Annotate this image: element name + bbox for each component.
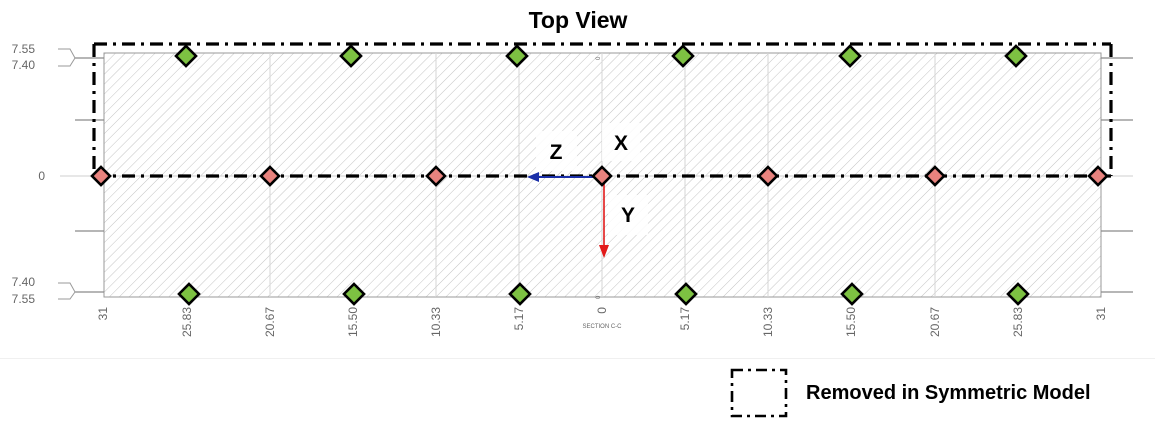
bottom-dim-label: 25.83 xyxy=(180,307,194,337)
bottom-dim-label: 20.67 xyxy=(263,307,277,337)
green-markers-bottom xyxy=(177,282,1030,306)
bottom-dim-label: 31 xyxy=(1094,307,1108,321)
green-marker xyxy=(838,44,862,68)
green-marker xyxy=(840,282,864,306)
green-marker xyxy=(174,44,198,68)
bottom-dim-label: 5.17 xyxy=(512,307,526,331)
center-mark-top: 0 xyxy=(596,56,602,60)
red-marker xyxy=(90,165,112,187)
green-marker xyxy=(1006,282,1030,306)
y-axis-arrow xyxy=(599,182,609,258)
bottom-dim-label: 15.50 xyxy=(844,307,858,337)
bottom-dim-label: 20.67 xyxy=(928,307,942,337)
center-mark-bottom: 0 xyxy=(596,295,602,299)
bottom-dim-label: 10.33 xyxy=(761,307,775,337)
dim-leaders xyxy=(58,48,76,300)
dim-label-top-outer: 7.55 xyxy=(12,42,36,56)
legend-label: Removed in Symmetric Model xyxy=(806,381,1091,404)
section-label: SECTION C-C xyxy=(583,324,623,330)
green-marker xyxy=(505,44,529,68)
axis-label-x: X xyxy=(614,132,628,155)
dim-label-bottom-outer: 7.55 xyxy=(12,292,36,306)
z-axis-arrow xyxy=(527,172,598,182)
red-marker xyxy=(757,165,779,187)
y-label-bg xyxy=(608,195,648,235)
green-marker xyxy=(339,44,363,68)
axis-label-y: Y xyxy=(621,204,635,227)
legend-band xyxy=(0,358,1155,433)
green-marker xyxy=(342,282,366,306)
bottom-dim-label: 25.83 xyxy=(1011,307,1025,337)
green-marker xyxy=(1004,44,1028,68)
bottom-dim-label: 15.50 xyxy=(346,307,360,337)
legend: Removed in Symmetric Model xyxy=(730,366,1091,420)
red-markers-center xyxy=(90,165,1109,187)
red-marker xyxy=(425,165,447,187)
red-marker xyxy=(259,165,281,187)
red-marker xyxy=(1087,165,1109,187)
green-marker xyxy=(671,44,695,68)
diagram-canvas: Top View 7.55 7.40 0 7.40 7.55 0 0 31 25… xyxy=(12,7,1133,337)
red-marker xyxy=(924,165,946,187)
diagram-title: Top View xyxy=(529,7,628,33)
green-marker xyxy=(177,282,201,306)
bottom-dim-label: 0 xyxy=(595,307,609,314)
green-markers-top xyxy=(174,44,1028,68)
top-view-diagram: Top View 7.55 7.40 0 7.40 7.55 0 0 31 25… xyxy=(11,7,1133,338)
green-marker xyxy=(674,282,698,306)
dim-label-top-inner: 7.40 xyxy=(12,58,36,72)
green-marker xyxy=(508,282,532,306)
legend-dashdot-swatch xyxy=(730,368,788,418)
dim-label-bottom-inner: 7.40 xyxy=(12,275,36,289)
bottom-dim-labels: 31 25.83 20.67 15.50 10.33 5.17 0 5.17 1… xyxy=(96,307,1108,337)
z-label-bg xyxy=(536,131,577,171)
axis-label-z: Z xyxy=(550,141,563,164)
bottom-dim-label: 31 xyxy=(96,307,110,321)
x-label-bg xyxy=(602,123,640,161)
dim-label-center: 0 xyxy=(38,169,45,183)
bottom-dim-label: 5.17 xyxy=(678,307,692,331)
red-marker xyxy=(591,165,613,187)
bottom-dim-label: 10.33 xyxy=(429,307,443,337)
